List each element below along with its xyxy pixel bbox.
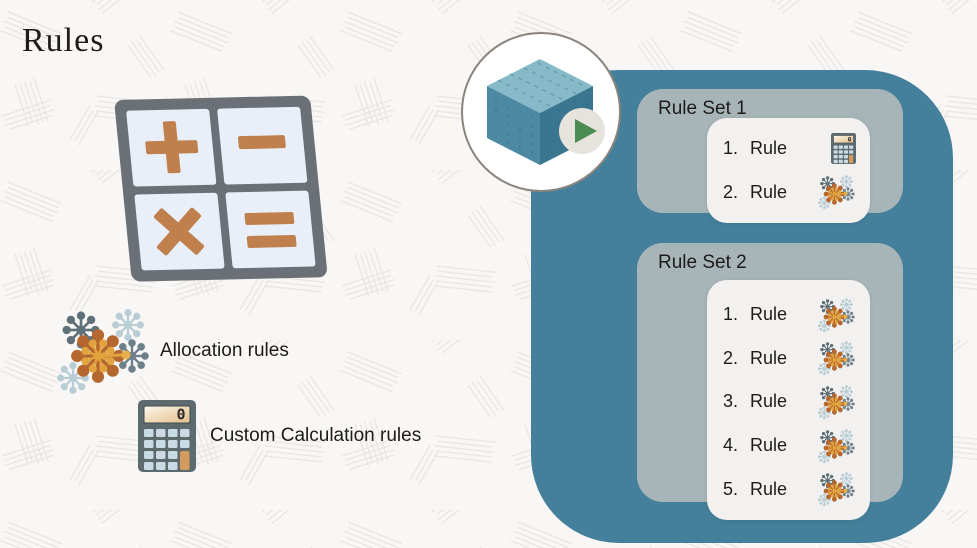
calculator-icon: [138, 400, 196, 472]
calculator-icon: [831, 133, 856, 165]
rule-label: Rule: [750, 304, 788, 325]
rule-number: 4.: [723, 435, 739, 456]
rule-number: 3.: [723, 391, 739, 412]
rule-row: 4. Rule: [707, 429, 870, 463]
legend-label-custom-calc: Custom Calculation rules: [210, 425, 422, 446]
rule-number: 2.: [723, 347, 739, 368]
allocation-rules-icon: [816, 340, 856, 376]
rule-number: 2.: [723, 181, 739, 202]
rule-label: Rule: [750, 347, 788, 368]
rule-label: Rule: [750, 391, 788, 412]
rule-set-2-card: 1. Rule 2. Rule 3. Rule 4. Rule 5. R: [707, 280, 870, 520]
rule-label: Rule: [750, 181, 788, 202]
allocation-rules-icon: [816, 174, 856, 210]
rule-label: Rule: [750, 478, 788, 499]
rule-set-1-title: Rule Set 1: [658, 98, 747, 119]
legend-item-allocation: Allocation rules: [52, 306, 289, 396]
rule-row: 1. Rule: [707, 132, 870, 166]
rule-number: 5.: [723, 478, 739, 499]
rule-number: 1.: [723, 304, 739, 325]
rule-row: 2. Rule: [707, 341, 870, 375]
legend-label-allocation: Allocation rules: [160, 340, 289, 361]
legend-item-custom-calc: Custom Calculation rules: [138, 400, 421, 472]
allocation-rules-icon: [52, 306, 152, 396]
rule-row: 3. Rule: [707, 385, 870, 419]
rule-set-2-title: Rule Set 2: [658, 252, 747, 273]
rule-row: 5. Rule: [707, 472, 870, 506]
video-thumbnail[interactable]: [461, 32, 621, 192]
play-button-icon[interactable]: [558, 107, 606, 155]
allocation-rules-icon: [816, 428, 856, 464]
math-symbols-illustration: [114, 95, 327, 282]
rule-label: Rule: [750, 435, 788, 456]
allocation-rules-icon: [816, 471, 856, 507]
rule-number: 1.: [723, 138, 739, 159]
rule-set-1-card: 1. Rule 2. Rule: [707, 118, 870, 223]
allocation-rules-icon: [816, 384, 856, 420]
rule-row: 2. Rule: [707, 175, 870, 209]
rule-row: 1. Rule: [707, 298, 870, 332]
page-title: Rules: [22, 22, 105, 59]
rule-label: Rule: [750, 138, 788, 159]
allocation-rules-icon: [816, 297, 856, 333]
